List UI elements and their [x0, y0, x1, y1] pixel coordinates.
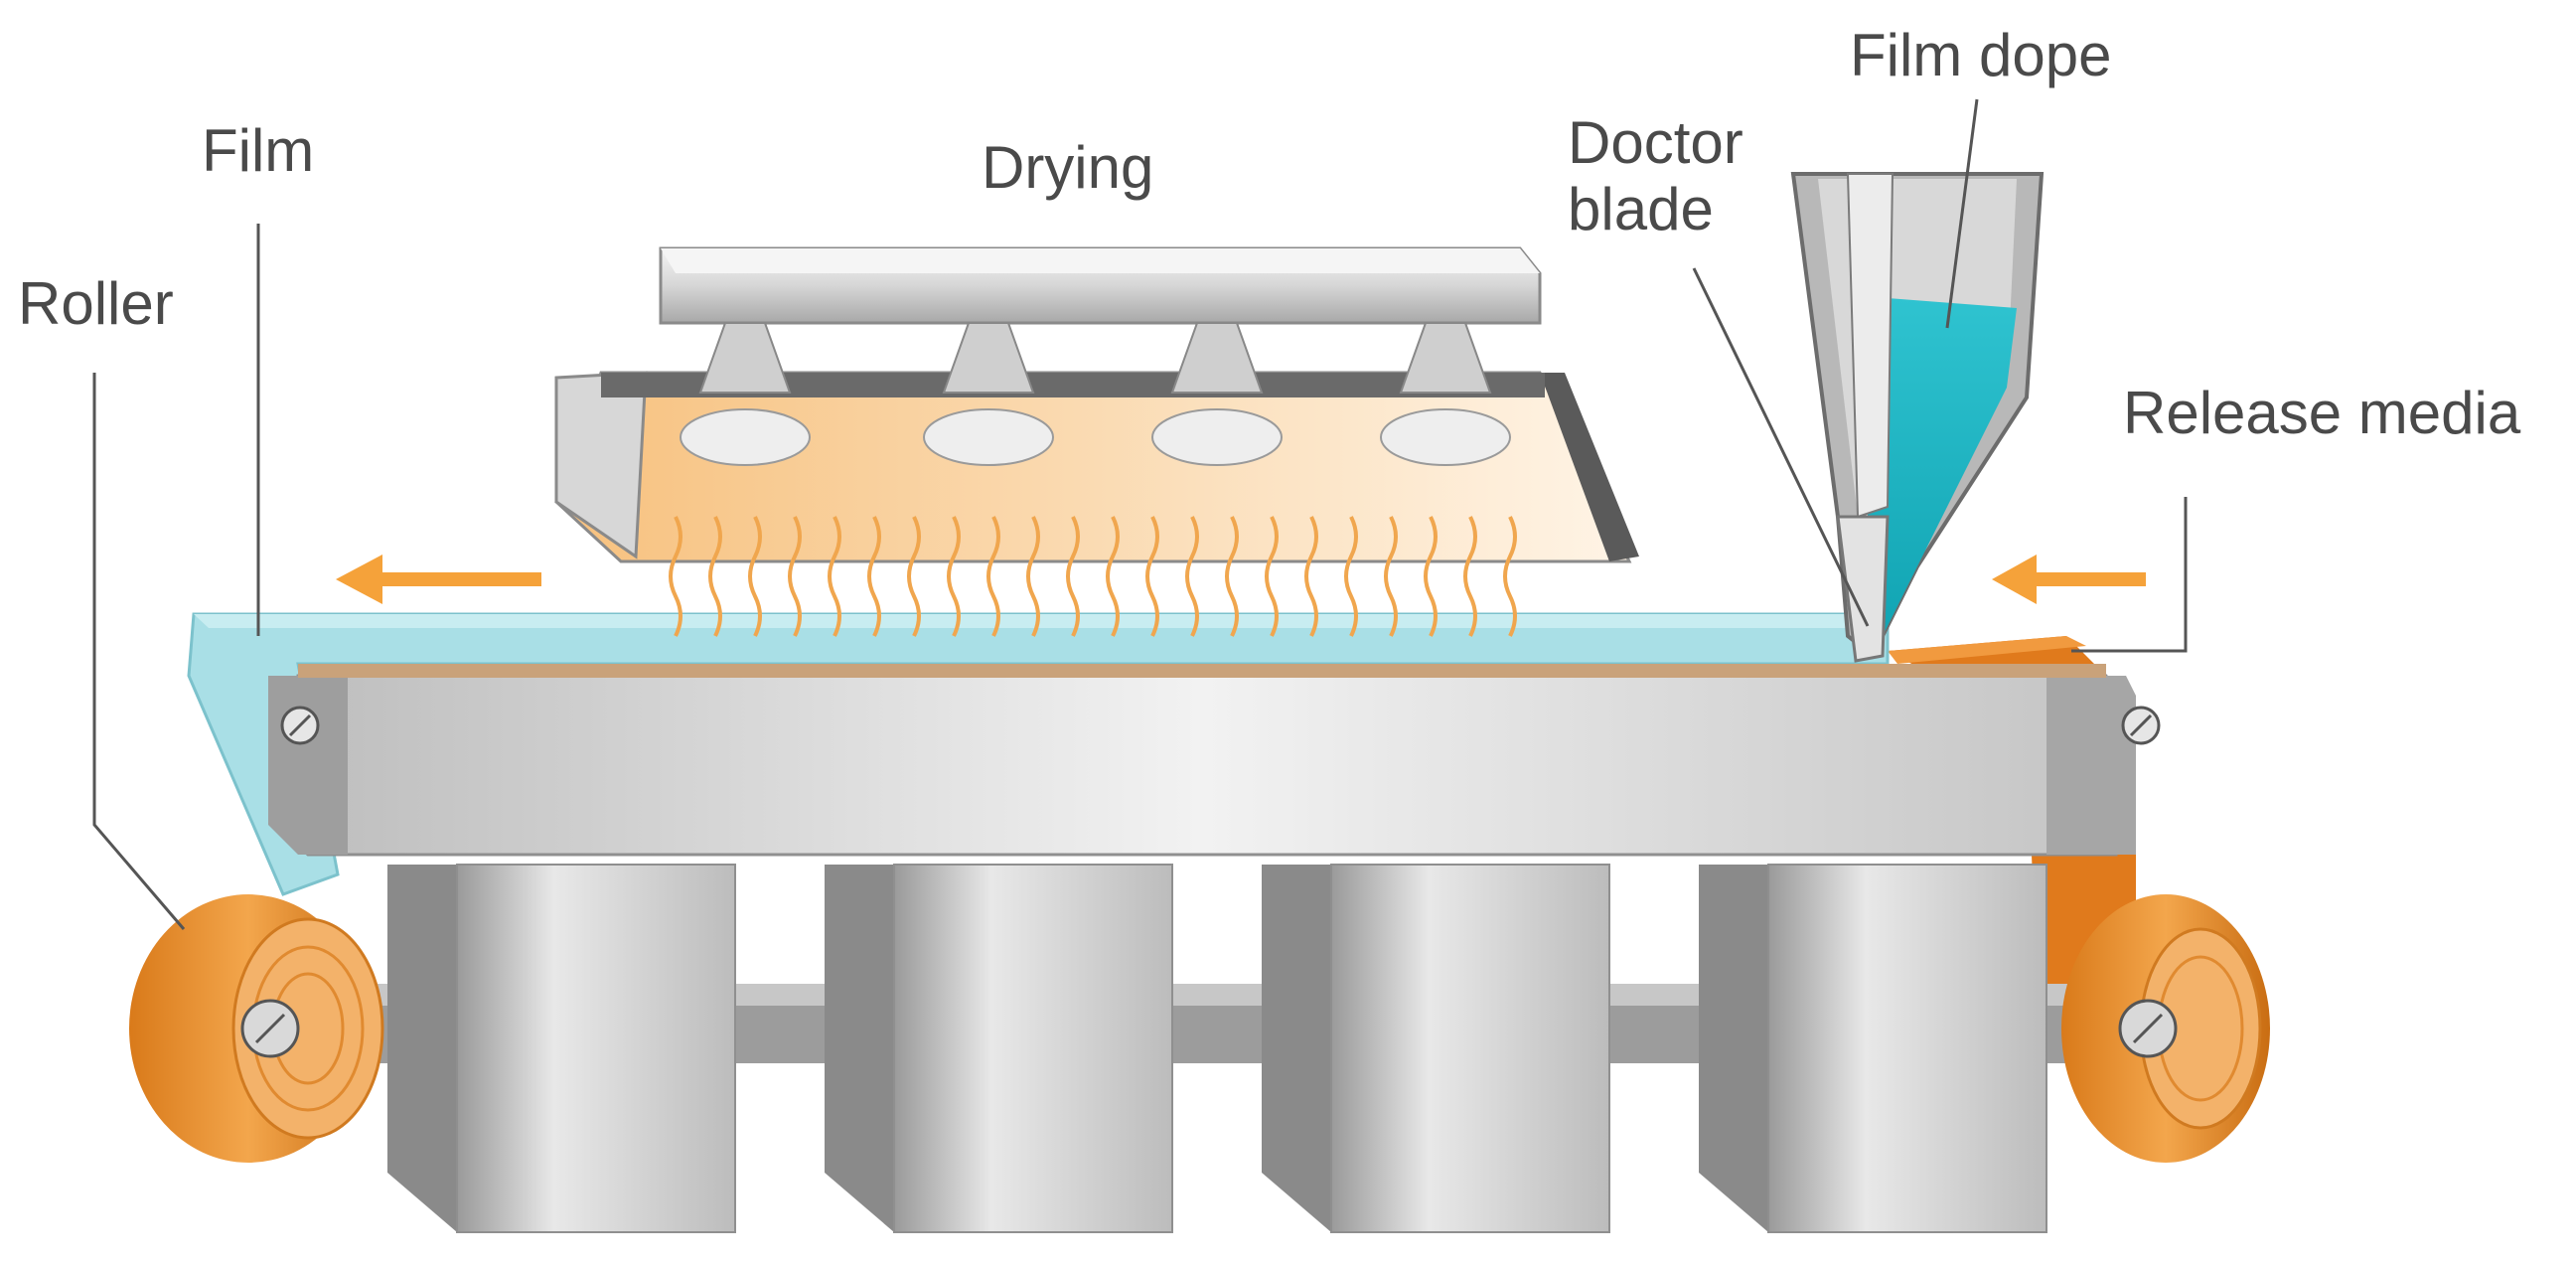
label-film-dope: Film dope: [1850, 22, 2112, 88]
label-doctor-blade: Doctor blade: [1568, 109, 1743, 242]
hopper-icon: [1790, 172, 2045, 663]
label-release-media: Release media: [2123, 380, 2521, 446]
conveyor-belt: [268, 664, 2136, 857]
support-block-2: [825, 864, 1173, 1233]
label-doctor-blade-line1: Doctor: [1568, 109, 1743, 176]
dryer-nozzle-1: [680, 322, 811, 466]
release-media-leader: [2071, 497, 2188, 653]
roller-right: [2061, 894, 2270, 1163]
roller-left: [129, 894, 384, 1163]
belt-pin-right: [2121, 706, 2161, 745]
film-dope-leader: [1945, 98, 1979, 329]
arrow-left-icon-2: [1992, 554, 2146, 604]
drying-unit: [554, 246, 1639, 637]
arrow-left-icon-1: [336, 554, 541, 604]
support-block-3: [1262, 864, 1610, 1233]
leader-lines: [92, 98, 2188, 930]
dryer-nozzle-2: [923, 322, 1054, 466]
heat-waves: [669, 516, 1517, 637]
label-drying: Drying: [982, 134, 1154, 201]
doctor-blade-leader: [1692, 267, 1870, 627]
support-block-1: [387, 864, 736, 1233]
dryer-nozzle-4: [1380, 322, 1511, 466]
label-film: Film: [202, 117, 315, 184]
label-doctor-blade-line2: blade: [1568, 176, 1714, 243]
belt-pin-left: [280, 706, 320, 745]
label-roller: Roller: [18, 270, 174, 337]
support-block-4: [1699, 864, 2047, 1233]
dryer-nozzle-3: [1151, 322, 1283, 466]
roller-leader: [92, 373, 186, 930]
